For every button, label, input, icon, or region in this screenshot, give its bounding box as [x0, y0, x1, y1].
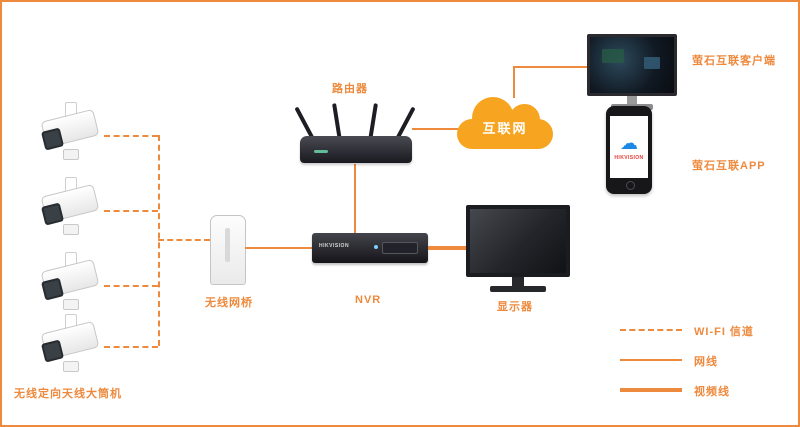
client-monitor-screen	[587, 34, 677, 96]
nvr-icon: HIKVISION	[312, 233, 428, 263]
cameras-label: 无线定向天线大筒机	[14, 388, 122, 400]
client-monitor-icon	[587, 34, 677, 114]
internet-label: 互联网	[482, 121, 528, 136]
screen-content-block	[602, 49, 624, 63]
internet-cloud: 互联网	[457, 97, 553, 149]
camera-body	[40, 108, 100, 151]
wireless-camera-icon	[38, 252, 102, 316]
camera-lens	[41, 339, 65, 363]
router-body	[300, 136, 412, 163]
display-neck	[512, 277, 524, 286]
phone-brand-text: HIKVISION	[614, 154, 644, 161]
wireless-bridge-icon	[210, 215, 246, 285]
wifi-link-camera1	[104, 135, 158, 137]
wireless-camera-icon	[38, 102, 102, 166]
router-label: 路由器	[332, 83, 368, 95]
camera-body	[40, 258, 100, 301]
display-base	[490, 286, 546, 292]
display-screen	[466, 205, 570, 277]
wifi-link-bridge	[158, 239, 210, 241]
cloud-base	[457, 119, 553, 149]
client-monitor-neck	[627, 96, 637, 104]
wifi-link-camera3	[104, 285, 158, 287]
nvr-drive-bay	[382, 242, 418, 254]
phone-screen: ☁ HIKVISION	[610, 116, 648, 178]
lan-link-internet-client-vertical	[513, 66, 515, 98]
nvr-label: NVR	[355, 294, 382, 306]
app-label: 萤石互联APP	[692, 160, 766, 172]
router-led	[314, 150, 328, 153]
display-label: 显示器	[497, 301, 533, 313]
camera-lens	[41, 127, 65, 151]
lan-link-router-internet	[412, 128, 459, 130]
video-link-nvr-display	[428, 246, 466, 250]
legend-video-line	[620, 388, 682, 392]
client-label: 萤石互联客户端	[692, 55, 776, 67]
camera-body	[40, 320, 100, 363]
bridge-slot	[225, 228, 230, 262]
legend-wifi-label: WI-FI 信道	[694, 326, 754, 338]
nvr-brand-text: HIKVISION	[319, 243, 350, 249]
camera-lens	[41, 202, 65, 226]
screen-content-block	[644, 57, 660, 69]
lan-link-nvr-router	[354, 164, 356, 233]
nvr-led	[374, 245, 378, 249]
legend-wifi-line	[620, 329, 682, 331]
camera-lens	[41, 277, 65, 301]
bridge-label: 无线网桥	[205, 297, 253, 309]
lan-link-bridge-nvr	[245, 247, 312, 249]
camera-mount	[63, 149, 79, 160]
wifi-link-camera4	[104, 346, 158, 348]
wireless-camera-icon	[38, 314, 102, 378]
camera-mount	[63, 361, 79, 372]
lan-link-internet-client-horizontal	[513, 66, 589, 68]
camera-mount	[63, 224, 79, 235]
legend-lan-label: 网线	[694, 356, 718, 368]
phone-icon: ☁ HIKVISION	[606, 106, 652, 194]
legend-video-label: 视频线	[694, 386, 730, 398]
router-icon	[294, 101, 416, 163]
legend-lan-line	[620, 359, 682, 361]
camera-body	[40, 183, 100, 226]
wireless-camera-icon	[38, 177, 102, 241]
camera-mount	[63, 299, 79, 310]
wifi-link-camera2	[104, 210, 158, 212]
phone-home-button	[626, 181, 635, 190]
phone-cloud-icon: ☁	[620, 132, 638, 153]
display-monitor-icon	[466, 205, 570, 297]
